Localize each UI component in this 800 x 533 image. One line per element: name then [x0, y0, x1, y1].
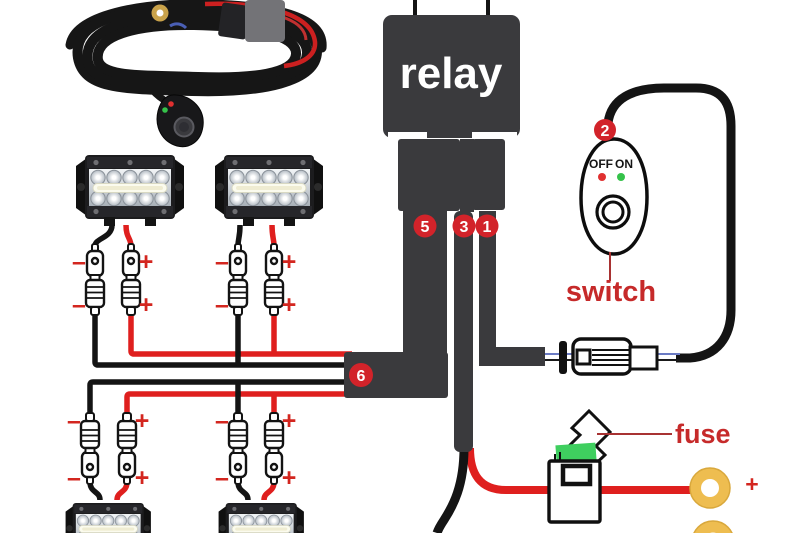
relay-photo-connector	[218, 2, 250, 40]
fuse-holder-window	[560, 463, 593, 487]
switch: OFF ON switch	[566, 137, 656, 308]
led-light-bar-bottom-left	[65, 502, 152, 533]
plus-label: +	[282, 464, 297, 492]
connector-bar2-pos	[263, 242, 285, 317]
minus-label: –	[215, 291, 229, 319]
trunk-wire-1	[479, 211, 496, 351]
junction-box	[344, 352, 448, 398]
switch-loop-wire	[603, 83, 736, 363]
pod-led-green	[162, 107, 168, 113]
relay-box	[383, 15, 520, 138]
minus-label: –	[67, 464, 81, 492]
connector-bar4-neg	[227, 411, 249, 486]
wire-neg-bar2-top	[235, 224, 243, 247]
badge-1-circle	[475, 214, 499, 238]
minus-label: –	[215, 464, 229, 492]
polarity-labels: – + – + – + – + – + – + – + – +	[67, 248, 296, 492]
wire-pos-bar1-top	[123, 224, 134, 247]
badge-2: 2	[601, 123, 610, 140]
relay-label: relay	[400, 49, 503, 98]
connector-bar3-pos	[116, 411, 138, 486]
minus-label: –	[72, 291, 86, 319]
badge-numbers: 5 3 1 2 6	[357, 123, 610, 385]
connector-flange	[559, 341, 567, 374]
wire-neg-bar1-top	[92, 224, 115, 247]
connector-bar1-pos	[120, 242, 142, 317]
fuse-assembly: fuse	[547, 408, 731, 524]
plus-label: +	[282, 407, 297, 435]
relay-slot-left	[388, 132, 427, 138]
badge-6: 6	[357, 368, 366, 385]
connector-bar1-neg	[84, 242, 106, 317]
relay-photo-block	[245, 0, 285, 42]
led-light-bar-top-left	[75, 154, 185, 227]
minus-label: –	[215, 407, 229, 435]
badge-5: 5	[421, 219, 430, 236]
connector-bar3-neg	[79, 411, 101, 486]
wire-neg-run-top	[92, 313, 352, 368]
led-light-bar-bottom-right	[218, 502, 305, 533]
minus-label: –	[72, 248, 86, 276]
badge-5-circle	[413, 214, 437, 238]
ring-terminal-negative	[693, 520, 733, 533]
badge-3: 3	[460, 219, 469, 236]
negative-wires	[87, 0, 736, 533]
switch-off-label: OFF	[589, 157, 613, 171]
plus-label: +	[139, 248, 154, 276]
harness-photo	[65, 0, 327, 148]
badge-6-circle	[349, 363, 373, 387]
fuse-blade	[555, 442, 597, 465]
switch-cable-photo	[144, 71, 166, 103]
battery-terminals	[689, 467, 733, 533]
relay-slot-right	[472, 132, 517, 138]
connector-bar4-pos	[263, 411, 285, 486]
led-light-bar-top-right	[214, 154, 324, 227]
wire-pos-run-bottom	[124, 391, 352, 413]
plus-label: +	[135, 407, 150, 435]
switch-label: switch	[566, 276, 656, 308]
badge-2-circle	[594, 119, 616, 141]
positive-wires	[114, 224, 694, 501]
wire-neg-battery-tail	[432, 447, 469, 533]
relay-housing-right	[472, 139, 505, 210]
switch-led-off	[598, 173, 606, 181]
badge-1: 1	[483, 219, 492, 236]
wire-pos-run-top	[128, 313, 352, 357]
battery-plus-label: +	[745, 471, 758, 497]
wire-neg-run-bottom	[87, 379, 352, 413]
wire-pos-bar2-top	[269, 224, 277, 247]
wire-pos-battery-feed	[466, 447, 694, 494]
relay-housing-mid	[460, 139, 474, 212]
plus-label: +	[139, 291, 154, 319]
plus-label: +	[135, 464, 150, 492]
plus-label: +	[282, 248, 297, 276]
connector-key	[575, 348, 592, 366]
badges	[349, 119, 616, 387]
plus-label: +	[282, 291, 297, 319]
trunk-wire-1-elbow	[479, 347, 545, 366]
inline-connector	[559, 337, 659, 376]
minus-label: –	[67, 407, 81, 435]
connector-plug	[628, 345, 659, 371]
badge-3-circle	[452, 214, 476, 238]
switch-on-label: ON	[615, 157, 633, 171]
minus-label: –	[215, 248, 229, 276]
connector-bar2-neg	[227, 242, 249, 317]
trunk-wire-3	[454, 211, 473, 452]
fuse-label: fuse	[675, 419, 731, 449]
pod-led-red	[168, 101, 174, 107]
relay-housing-left	[398, 139, 460, 211]
switch-led-on	[617, 173, 625, 181]
